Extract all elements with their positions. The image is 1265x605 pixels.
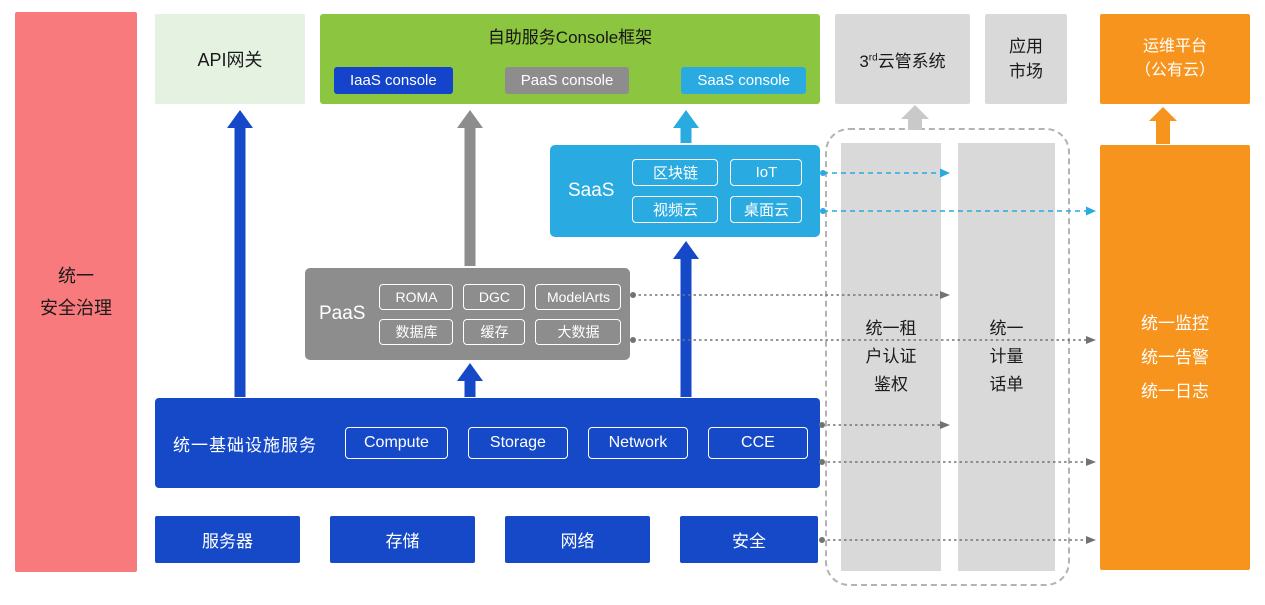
saas-chip-iot: IoT [730, 159, 803, 186]
hardware-box-storage: 存储 [330, 516, 475, 563]
arrow-iaas-to-api-gateway [227, 110, 253, 397]
iaas-layer-label: 统一基础设施服务 [173, 435, 317, 455]
paas-console-chip: PaaS console [504, 67, 630, 94]
console-frame-title: 自助服务Console框架 [487, 28, 653, 47]
iaas-chip-storage: Storage [467, 427, 568, 459]
app-market-box: 应用 市场 [985, 14, 1067, 104]
iaas-chip-cce: CCE [707, 427, 808, 459]
paas-chip-roma: ROMA [379, 283, 454, 310]
ops-platform-box: 运维平台 （公有云） [1100, 14, 1250, 104]
paas-chip-bigdata: 大数据 [535, 318, 622, 345]
api-gateway-box: API网关 [155, 14, 305, 104]
iaas-chip-compute: Compute [345, 427, 448, 459]
third-party-cloud-mgmt-box: 3rd云管系统 [835, 14, 970, 104]
arrow-iaas-to-paas [457, 363, 483, 397]
saas-layer-box: SaaS 区块链 IoT 视频云 桌面云 [550, 145, 820, 237]
paas-chip-grid: ROMA DGC ModelArts 数据库 缓存 大数据 [379, 283, 622, 345]
paas-chip-database: 数据库 [379, 318, 454, 345]
arrow-saas-to-console [673, 110, 699, 143]
metering-billing-bar: 统一 计量 话单 [958, 143, 1055, 571]
saas-chip-desktop-cloud: 桌面云 [730, 196, 803, 223]
saas-chip-grid: 区块链 IoT 视频云 桌面云 [632, 159, 803, 223]
arrow-to-third-party-cloud [901, 105, 929, 130]
paas-chip-dgc: DGC [463, 283, 526, 310]
paas-layer-label: PaaS [319, 303, 366, 324]
security-governance-bar: 统一 安全治理 [15, 12, 137, 572]
hardware-box-security: 安全 [680, 516, 818, 563]
iaas-layer-box: 统一基础设施服务 Compute Storage Network CCE [155, 398, 820, 488]
arrow-iaas-to-saas [673, 241, 699, 397]
iaas-chip-network: Network [587, 427, 688, 459]
tenant-auth-bar: 统一租 户认证 鉴权 [841, 143, 941, 571]
console-chips-row: IaaS console PaaS console SaaS console [334, 67, 806, 94]
paas-chip-modelarts: ModelArts [535, 283, 622, 310]
hardware-box-server: 服务器 [155, 516, 300, 563]
paas-chip-cache: 缓存 [463, 318, 526, 345]
arrow-paas-to-console [457, 110, 483, 266]
saas-chip-video-cloud: 视频云 [632, 196, 719, 223]
iaas-console-chip: IaaS console [334, 67, 453, 94]
console-frame-box: 自助服务Console框架 IaaS console PaaS console … [320, 14, 820, 104]
saas-console-chip: SaaS console [681, 67, 806, 94]
arrow-monitor-to-ops-platform [1149, 107, 1177, 144]
hardware-box-network: 网络 [505, 516, 650, 563]
saas-chip-blockchain: 区块链 [632, 159, 719, 186]
monitor-alert-log-bar: 统一监控 统一告警 统一日志 [1100, 145, 1250, 570]
paas-layer-box: PaaS ROMA DGC ModelArts 数据库 缓存 大数据 [305, 268, 630, 360]
third-party-cloud-mgmt-label: 3rd云管系统 [859, 51, 946, 71]
tenant-services-dashed-frame [825, 128, 1070, 586]
saas-layer-label: SaaS [568, 180, 615, 201]
iaas-chip-row: Compute Storage Network CCE [345, 427, 808, 459]
